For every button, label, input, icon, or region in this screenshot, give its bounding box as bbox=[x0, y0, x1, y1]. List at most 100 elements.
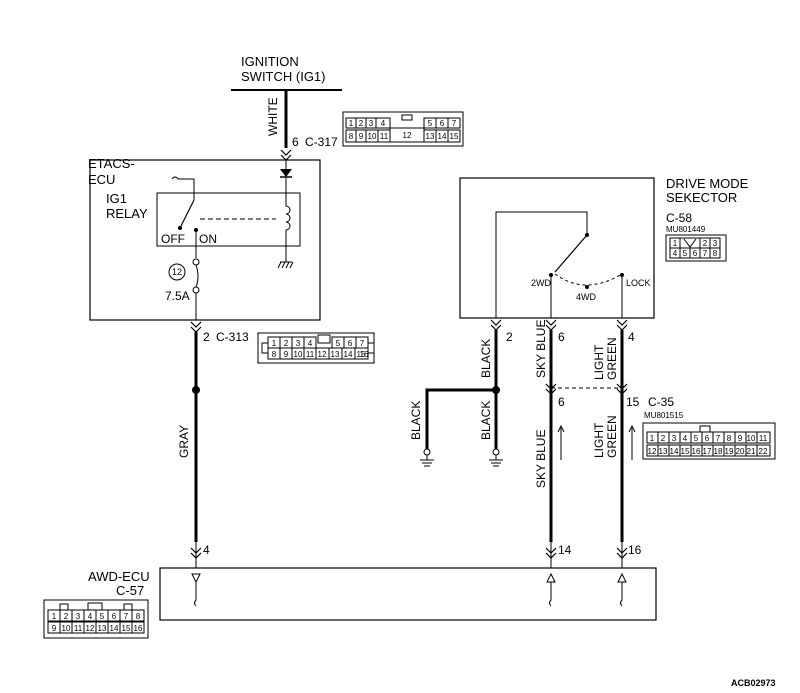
etacs-title-2: ECU bbox=[88, 172, 115, 187]
c57-pin: 5 bbox=[100, 612, 105, 621]
c57-pin: 13 bbox=[98, 624, 107, 633]
connector-c313-diagram: 1 2 3 4 5 6 7 8 9 10 11 12 13 14 15 16 bbox=[257, 332, 375, 364]
fuse-icon bbox=[195, 264, 199, 288]
c58-pin: 4 bbox=[673, 249, 678, 258]
awd-pin-green: 16 bbox=[628, 543, 642, 557]
c35-pin: 13 bbox=[659, 447, 668, 456]
c57-pin: 8 bbox=[136, 612, 141, 621]
c313-pin: 6 bbox=[348, 339, 353, 348]
black-wire-label-upper: BLACK bbox=[479, 339, 493, 378]
black-wire-label-lower: BLACK bbox=[479, 401, 493, 440]
ignition-switch-title-1: IGNITION bbox=[241, 54, 299, 69]
selector-connector-id: C-58 bbox=[666, 211, 692, 225]
c317-key bbox=[401, 114, 413, 121]
selector-common-wire bbox=[495, 211, 588, 318]
c35-pin: 16 bbox=[692, 447, 701, 456]
c57-pin: 4 bbox=[88, 612, 93, 621]
fuse-terminal-bottom bbox=[192, 286, 200, 294]
c317-pin: 15 bbox=[450, 132, 459, 141]
c35-pin: 12 bbox=[648, 447, 657, 456]
ignition-pin-number: 6 bbox=[292, 135, 299, 149]
c313-pin: 8 bbox=[272, 350, 277, 359]
etacs-ecu-box bbox=[89, 159, 321, 321]
relay-contact-off bbox=[178, 226, 182, 230]
c35-pin: 20 bbox=[736, 447, 745, 456]
etacs-pin-number: 2 bbox=[203, 330, 210, 344]
selector-title-2: SEKECTOR bbox=[666, 190, 737, 205]
drive-mode-selector: DRIVE MODE SEKECTOR 2WD 4WD LOCK C-58 MU… bbox=[459, 176, 749, 319]
c317-pin: 10 bbox=[368, 132, 377, 141]
c35-pin: 7 bbox=[716, 434, 721, 443]
c313-pin: 16 bbox=[360, 350, 369, 359]
c35-pin-green: 15 bbox=[626, 395, 640, 409]
selector-switch-arm bbox=[554, 234, 588, 273]
c313-key bbox=[317, 334, 331, 344]
c35-pin: 6 bbox=[705, 434, 710, 443]
c313-pin: 3 bbox=[296, 339, 301, 348]
relay-off-label: OFF bbox=[161, 232, 185, 246]
c58-pin: 2 bbox=[703, 239, 708, 248]
c35-pin: 5 bbox=[694, 434, 699, 443]
c35-pin: 4 bbox=[683, 434, 688, 443]
relay-title-1: IG1 bbox=[106, 191, 127, 206]
connector-c35-marks bbox=[545, 383, 628, 395]
selector-pin-sky: 6 bbox=[558, 330, 565, 344]
c35-pin: 19 bbox=[725, 447, 734, 456]
black-wire-label-left: BLACK bbox=[409, 401, 423, 440]
awd-terminal-green-icon bbox=[617, 572, 627, 607]
awd-pin-sky: 14 bbox=[558, 543, 572, 557]
c35-pin: 21 bbox=[747, 447, 756, 456]
c313-pin: 2 bbox=[284, 339, 289, 348]
c35-pin: 9 bbox=[738, 434, 743, 443]
c35-pin-sky: 6 bbox=[558, 395, 565, 409]
c57-pin: 6 bbox=[112, 612, 117, 621]
c313-pin: 7 bbox=[360, 339, 365, 348]
c313-pin: 1 bbox=[272, 339, 277, 348]
selector-pin-black: 2 bbox=[506, 330, 513, 344]
relay-ground-icon bbox=[277, 261, 294, 269]
pos-2wd-label: 2WD bbox=[531, 278, 552, 288]
relay-on-label: ON bbox=[199, 232, 217, 246]
c313-pin: 15 bbox=[357, 350, 366, 359]
ground-icon-right bbox=[489, 448, 503, 467]
c35-pin: 11 bbox=[759, 434, 768, 443]
c313-pin: 9 bbox=[284, 350, 289, 359]
selector-box bbox=[459, 177, 655, 319]
selector-pin-green: 4 bbox=[628, 330, 635, 344]
signal-arrow-green bbox=[628, 424, 636, 460]
relay-title-2: RELAY bbox=[106, 206, 148, 221]
c35-connector-id: C-35 bbox=[648, 395, 674, 409]
c313-pin: 12 bbox=[318, 350, 327, 359]
c58-pin: 7 bbox=[703, 249, 708, 258]
fuse-number-circle bbox=[168, 263, 186, 281]
c35-pin: 17 bbox=[703, 447, 712, 456]
c317-pin: 2 bbox=[359, 119, 364, 128]
c57-pin: 2 bbox=[64, 612, 69, 621]
c317-pin: 6 bbox=[440, 119, 445, 128]
c317-pin: 11 bbox=[380, 132, 389, 141]
etacs-connector-id: C-313 bbox=[216, 330, 249, 344]
ig1-relay-box bbox=[156, 192, 301, 247]
c57-pin: 9 bbox=[52, 624, 57, 633]
connector-c317-diagram: 1 2 3 4 5 6 7 8 9 10 11 12 13 14 15 bbox=[342, 111, 464, 147]
c58-pin: 6 bbox=[693, 249, 698, 258]
etacs-title-1: ETACS- bbox=[88, 156, 135, 171]
c317-pin: 8 bbox=[349, 132, 354, 141]
c313-pin: 14 bbox=[344, 350, 353, 359]
selector-part-number: MU801449 bbox=[666, 225, 706, 234]
connector-c58-diagram: 1 2 3 4 5 6 7 8 bbox=[665, 234, 727, 262]
c35-part-number: MU801515 bbox=[644, 411, 684, 420]
ignition-switch-title-2: SWITCH (IG1) bbox=[241, 69, 326, 84]
light-green-label-lower-2: GREEN bbox=[605, 415, 619, 458]
gray-wire-splice bbox=[192, 386, 200, 394]
relay-feed-wire bbox=[171, 176, 195, 200]
c317-pin: 14 bbox=[438, 132, 447, 141]
c58-pin: 5 bbox=[683, 249, 688, 258]
c57-pin: 15 bbox=[122, 624, 131, 633]
c35-pin: 22 bbox=[759, 447, 768, 456]
ignition-connector-id: C-317 bbox=[305, 135, 338, 149]
c317-pin: 4 bbox=[381, 119, 386, 128]
fuse-number: 12 bbox=[172, 267, 182, 277]
c57-pin: 1 bbox=[52, 612, 57, 621]
awd-ecu: AWD-ECU C-57 bbox=[88, 567, 657, 621]
